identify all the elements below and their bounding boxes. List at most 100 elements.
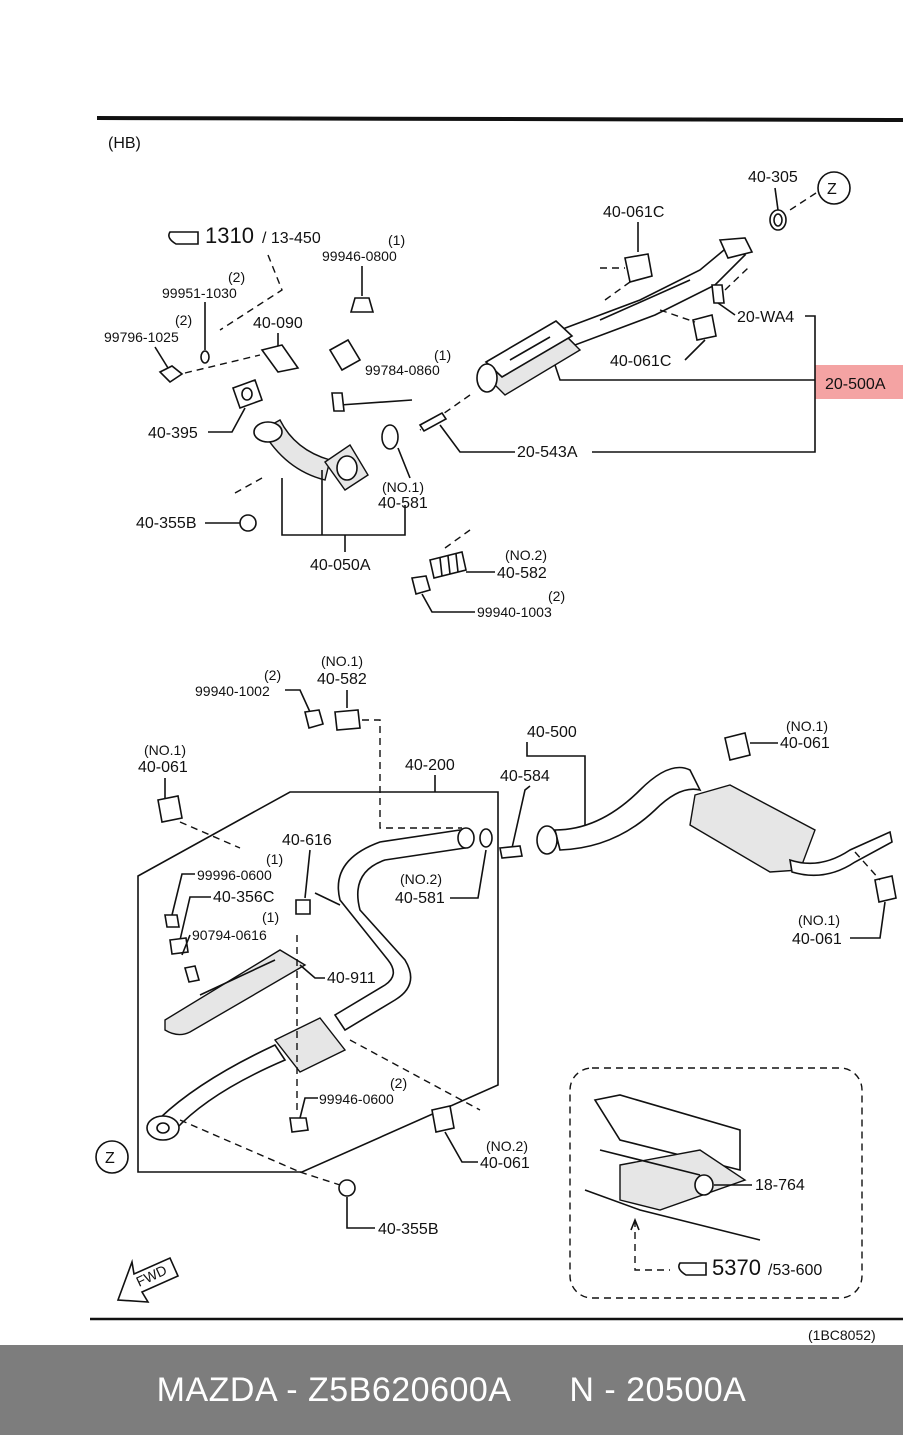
footer-part-number: Z5B620600A bbox=[308, 1370, 510, 1409]
qty-99996-0600: (1) bbox=[266, 851, 283, 867]
ref-5370-sub: /53-600 bbox=[768, 1262, 822, 1279]
label-40-355b-top: 40-355B bbox=[136, 515, 197, 532]
heat-insulator-40-911 bbox=[164, 949, 307, 1036]
footer-sep: - bbox=[286, 1370, 299, 1409]
qty-40-582-mid: (NO.1) bbox=[321, 653, 363, 669]
ref-code: (1BC8052) bbox=[808, 1327, 876, 1343]
nut-99996-0600 bbox=[164, 914, 180, 928]
z-callout-top-icon bbox=[817, 171, 851, 205]
footer-n-number: 20500A bbox=[626, 1370, 747, 1409]
rubber-hanger-top bbox=[624, 253, 653, 283]
label-99996-0600: 99996-0600 bbox=[197, 867, 272, 883]
bolt-99796-1025 bbox=[158, 365, 184, 384]
gasket-40-581-top bbox=[381, 424, 399, 450]
label-40-061c-mid: 40-061C bbox=[610, 353, 671, 370]
sensor-40-616 bbox=[295, 899, 311, 915]
label-40-305: 40-305 bbox=[748, 169, 798, 186]
label-40-355b-bot: 40-355B bbox=[378, 1221, 439, 1238]
footer-brand: MAZDA bbox=[156, 1370, 277, 1409]
label-99946-0800: 99946-0800 bbox=[322, 248, 397, 264]
label-20-500a: 20-500A bbox=[825, 376, 886, 393]
qty-40-061-b: (NO.2) bbox=[486, 1138, 528, 1154]
label-40-090: 40-090 bbox=[253, 315, 303, 332]
pre-muffler bbox=[273, 1017, 347, 1073]
label-99796-1025: 99796-1025 bbox=[104, 329, 179, 345]
front-pipe-rear bbox=[558, 244, 747, 346]
qty-90794-0616: (1) bbox=[262, 909, 279, 925]
bolt-20-wa4 bbox=[711, 284, 725, 304]
label-20-wa4: 20-WA4 bbox=[737, 309, 794, 326]
nut-99946-0600 bbox=[289, 1117, 309, 1133]
rubber-hanger-right-bot bbox=[874, 875, 897, 903]
rubber-hanger-bottom bbox=[431, 1105, 455, 1133]
label-40-061-r1: 40-061 bbox=[780, 735, 830, 752]
center-pipe bbox=[333, 829, 467, 1032]
rear-muffler bbox=[689, 784, 816, 873]
tail-pipe bbox=[788, 830, 893, 877]
bolt-90794-0616 bbox=[183, 965, 201, 983]
label-40-911: 40-911 bbox=[327, 970, 376, 987]
qty-40-581-mid: (NO.2) bbox=[400, 871, 442, 887]
rubber-hanger-mid bbox=[692, 314, 717, 341]
variant-label: (HB) bbox=[108, 135, 141, 152]
footer-n-label: N bbox=[569, 1370, 595, 1409]
bushing-18-764 bbox=[694, 1174, 714, 1196]
z-callout-bottom-icon bbox=[95, 1140, 129, 1174]
bolt-40-584 bbox=[499, 845, 523, 859]
bracket-40-090 bbox=[260, 344, 300, 373]
qty-40-061-l: (NO.1) bbox=[144, 742, 186, 758]
ref-1310-sub: / 13-450 bbox=[262, 230, 321, 247]
label-18-764: 18-764 bbox=[755, 1177, 805, 1194]
label-40-050a: 40-050A bbox=[310, 557, 371, 574]
qty-40-061-r2: (NO.1) bbox=[798, 912, 840, 928]
label-40-061c-top: 40-061C bbox=[603, 204, 664, 221]
label-99784-0860: 99784-0860 bbox=[365, 362, 440, 378]
ref-5370: 5370 bbox=[712, 1255, 761, 1280]
inset-box bbox=[569, 1067, 863, 1299]
qty-40-061-r1: (NO.1) bbox=[786, 718, 828, 734]
label-40-061-l: 40-061 bbox=[138, 759, 188, 776]
pointing-hand-icon bbox=[168, 231, 199, 245]
qty-99796-1025: (2) bbox=[175, 312, 192, 328]
qty-40-581-top: (NO.1) bbox=[382, 479, 424, 495]
top-rule bbox=[96, 116, 903, 122]
qty-99946-0800: (1) bbox=[388, 232, 405, 248]
front-center-pipe bbox=[158, 1043, 287, 1132]
qty-99951-1030: (2) bbox=[228, 269, 245, 285]
z-callout-bottom: Z bbox=[105, 1150, 115, 1167]
qty-99784-0860: (1) bbox=[434, 347, 451, 363]
qty-99946-0600: (2) bbox=[390, 1075, 407, 1091]
label-40-582-mid: 40-582 bbox=[317, 671, 367, 688]
footer-n-sep: - bbox=[604, 1370, 617, 1409]
footer-text: MAZDA - Z5B620600A N - 20500A bbox=[157, 1371, 747, 1410]
label-99951-1030: 99951-1030 bbox=[162, 285, 237, 301]
rear-pipe bbox=[553, 766, 702, 851]
converter-inlet-flange bbox=[476, 363, 498, 393]
label-40-582-top: 40-582 bbox=[497, 565, 547, 582]
highlight-20-500a bbox=[815, 365, 903, 399]
gasket-ring bbox=[769, 209, 787, 231]
bolt-99784-0860 bbox=[331, 392, 345, 412]
label-40-581-mid: 40-581 bbox=[395, 890, 445, 907]
pointing-hand-icon-inset bbox=[678, 1262, 707, 1276]
qty-40-582-top: (NO.2) bbox=[505, 547, 547, 563]
label-40-061-r2: 40-061 bbox=[792, 931, 842, 948]
label-99940-1003: 99940-1003 bbox=[477, 604, 552, 620]
gasket-40-395 bbox=[231, 378, 264, 410]
gasket-40-581-mid bbox=[479, 828, 493, 848]
stud-20-543a bbox=[418, 411, 448, 433]
rubber-hanger-left bbox=[157, 795, 183, 823]
label-99940-1002: 99940-1002 bbox=[195, 683, 270, 699]
label-40-395: 40-395 bbox=[148, 425, 198, 442]
label-99946-0600: 99946-0600 bbox=[319, 1091, 394, 1107]
nut-40-355b-bot bbox=[338, 1179, 356, 1197]
label-40-584: 40-584 bbox=[500, 768, 550, 785]
ref-1310: 1310 bbox=[205, 223, 254, 248]
spring-40-582-top bbox=[429, 551, 467, 579]
fwd-arrow-icon bbox=[116, 1256, 180, 1303]
label-40-581-top: 40-581 bbox=[378, 495, 428, 512]
label-40-200: 40-200 bbox=[405, 757, 455, 774]
label-40-061-b: 40-061 bbox=[480, 1155, 530, 1172]
nut-99940-1003 bbox=[411, 575, 431, 595]
exhaust-parts-diagram: (HB) (1BC8052) Z 40-305 40-061C 20-WA4 4… bbox=[90, 116, 903, 1343]
